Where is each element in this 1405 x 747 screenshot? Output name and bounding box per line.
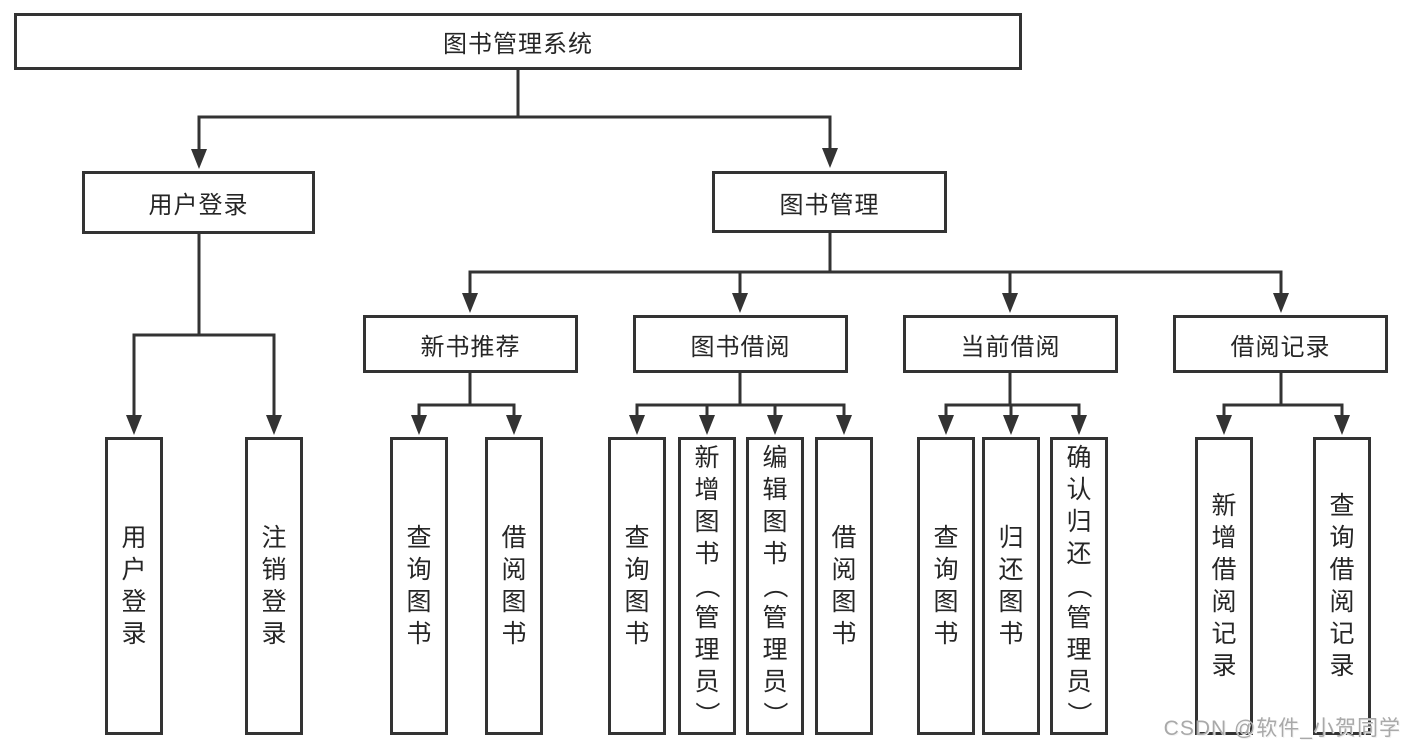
leaf-query-books-borrow: 查询图书 — [608, 437, 666, 735]
node-new-book-recommend: 新书推荐 — [363, 315, 578, 373]
node-current-borrowing: 当前借阅 — [903, 315, 1118, 373]
node-book-management: 图书管理 — [712, 171, 947, 233]
watermark: CSDN @软件_小贺同学 — [1163, 717, 1401, 740]
leaf-add-borrow-record: 新增借阅记录 — [1195, 437, 1253, 735]
leaf-query-books-recommend: 查询图书 — [390, 437, 448, 735]
leaf-confirm-return-admin: 确认归还（管理员） — [1050, 437, 1108, 735]
leaf-user-login: 用户登录 — [105, 437, 163, 735]
leaf-edit-books-admin: 编辑图书（管理员） — [746, 437, 804, 735]
leaf-borrow-books: 借阅图书 — [815, 437, 873, 735]
leaf-return-books: 归还图书 — [982, 437, 1040, 735]
leaf-query-books-current: 查询图书 — [917, 437, 975, 735]
node-root: 图书管理系统 — [14, 13, 1022, 70]
node-book-borrowing: 图书借阅 — [633, 315, 848, 373]
leaf-borrow-books-recommend: 借阅图书 — [485, 437, 543, 735]
node-borrow-records: 借阅记录 — [1173, 315, 1388, 373]
leaf-add-books-admin: 新增图书（管理员） — [678, 437, 736, 735]
leaf-query-borrow-record: 查询借阅记录 — [1313, 437, 1371, 735]
node-user-login: 用户登录 — [82, 171, 315, 234]
leaf-logout: 注销登录 — [245, 437, 303, 735]
